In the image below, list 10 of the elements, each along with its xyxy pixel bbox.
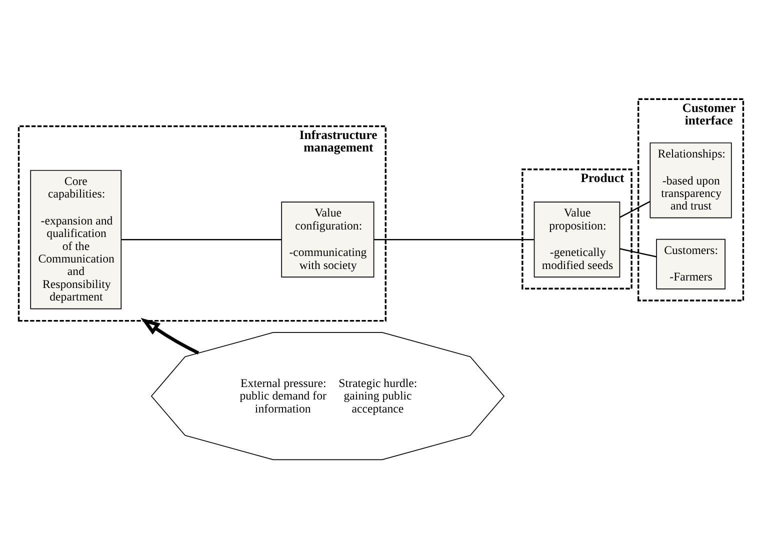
node-box: Value configuration: -communicating with society [281, 202, 374, 278]
connector [620, 248, 657, 258]
connector [121, 238, 282, 240]
node-box: Value proposition: -genetically modified seeds [534, 202, 620, 278]
connector [620, 200, 650, 218]
connector [374, 238, 534, 240]
node-box: Core capabilities: -expansion and qualification of the Communication and Responsibility department [30, 170, 122, 310]
node-box: Customers: -Farmers [656, 238, 726, 290]
node-box: Relationships: -based upon transparency and trust [650, 142, 732, 218]
arrow [140, 318, 200, 355]
